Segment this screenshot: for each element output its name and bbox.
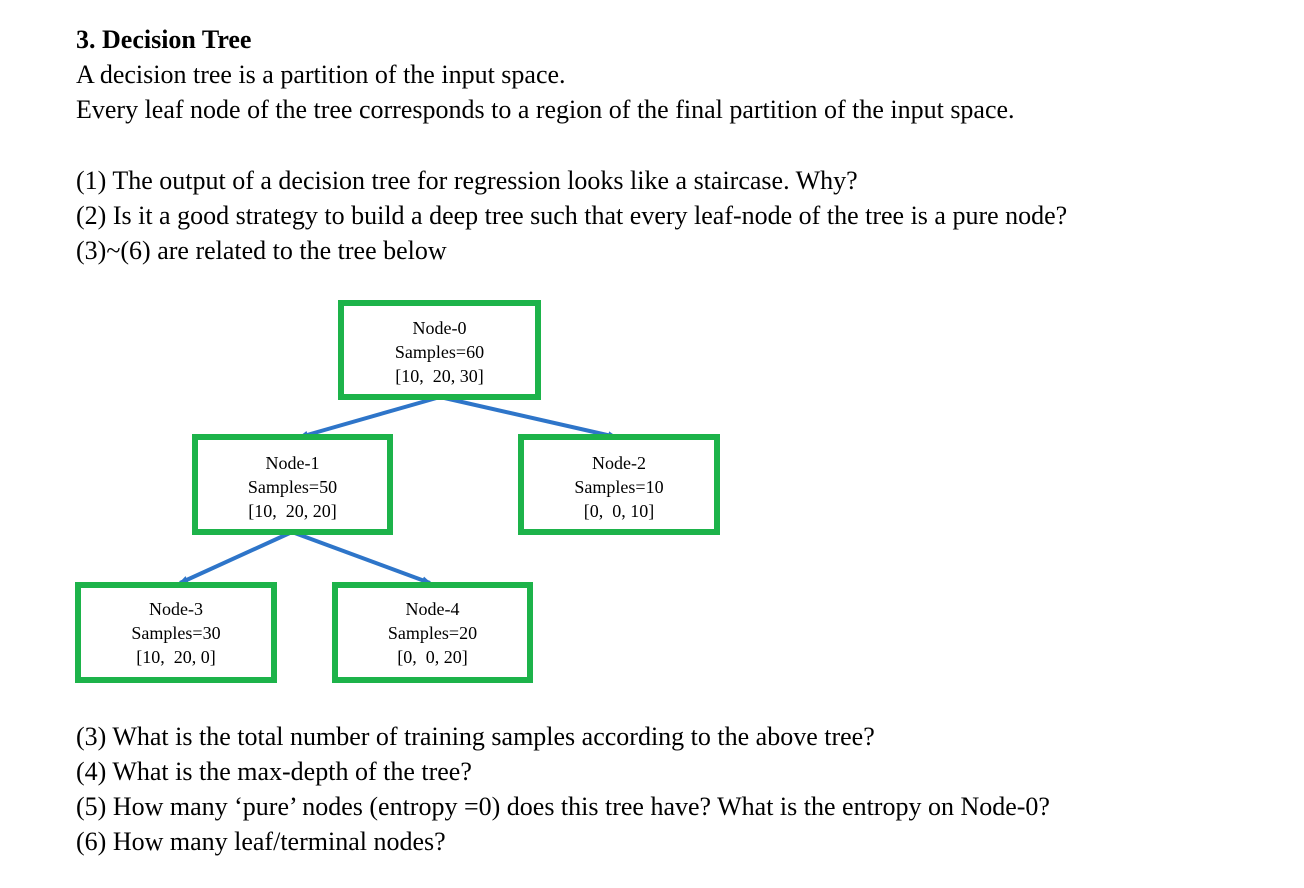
tree-node-2: Node-2 Samples=10 [0, 0, 10] <box>518 434 720 535</box>
node-1-name: Node-1 <box>266 453 320 473</box>
tree-node-0: Node-0 Samples=60 [10, 20, 30] <box>338 300 541 400</box>
question-4: (4) What is the max-depth of the tree? <box>76 757 472 786</box>
node-4-values: [0, 0, 20] <box>397 647 468 667</box>
node-4-samples: Samples=20 <box>388 623 477 643</box>
node-2-name: Node-2 <box>592 453 646 473</box>
node-3-name: Node-3 <box>149 599 203 619</box>
edge-node1-node3 <box>178 530 293 585</box>
question-5: (5) How many ‘pure’ nodes (entropy =0) d… <box>76 792 1050 821</box>
questions-3-6-note: (3)~(6) are related to the tree below <box>76 236 447 265</box>
edge-node1-node4 <box>291 530 432 585</box>
node-0-name: Node-0 <box>413 318 467 338</box>
question-1: (1) The output of a decision tree for re… <box>76 166 858 195</box>
node-3-values: [10, 20, 0] <box>136 647 216 667</box>
section-title: 3. Decision Tree <box>76 25 252 54</box>
node-0-values: [10, 20, 30] <box>395 366 484 386</box>
tree-node-4: Node-4 Samples=20 [0, 0, 20] <box>332 582 533 683</box>
tree-node-1: Node-1 Samples=50 [10, 20, 20] <box>192 434 393 535</box>
edge-node0-node1 <box>298 395 441 439</box>
tree-node-3: Node-3 Samples=30 [10, 20, 0] <box>75 582 277 683</box>
intro-line-2: Every leaf node of the tree corresponds … <box>76 95 1015 124</box>
question-3: (3) What is the total number of training… <box>76 722 875 751</box>
question-2: (2) Is it a good strategy to build a dee… <box>76 201 1068 230</box>
node-2-samples: Samples=10 <box>574 477 663 497</box>
tree-edges <box>178 395 618 585</box>
intro-line-1: A decision tree is a partition of the in… <box>76 60 566 89</box>
node-3-samples: Samples=30 <box>131 623 220 643</box>
question-6: (6) How many leaf/terminal nodes? <box>76 827 446 856</box>
node-2-values: [0, 0, 10] <box>584 501 655 521</box>
node-0-samples: Samples=60 <box>395 342 484 362</box>
node-1-samples: Samples=50 <box>248 477 337 497</box>
edge-node0-node2 <box>439 395 618 440</box>
node-4-name: Node-4 <box>406 599 460 619</box>
node-1-values: [10, 20, 20] <box>248 501 337 521</box>
